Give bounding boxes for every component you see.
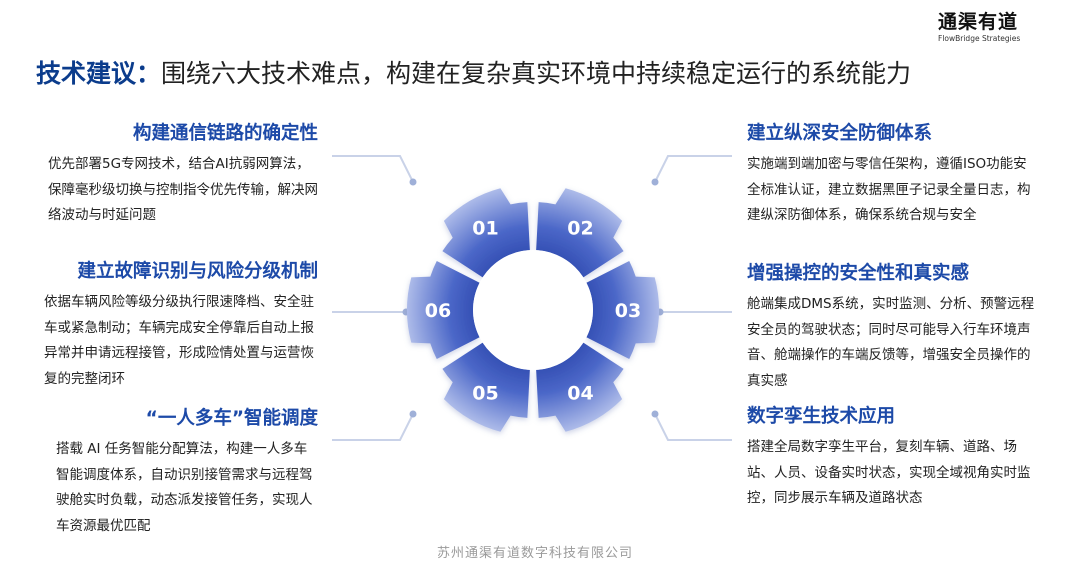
block-heading: 数字孪生技术应用 — [747, 406, 896, 427]
gear-segment-label-03: 03 — [615, 300, 641, 322]
gear-segment-06 — [407, 260, 480, 360]
gear-segment-label-04: 04 — [567, 382, 593, 404]
block-body: 依据车辆风险等级分级执行限速降档、安全驻车或紧急制动；车辆完成安全停靠后自动上报… — [44, 294, 314, 387]
footer-company: 苏州通渠有道数字科技有限公司 — [436, 546, 633, 561]
gear-segment-01 — [442, 188, 530, 278]
gear-segments: 01 02 03 04 05 06 — [407, 188, 659, 432]
block-heading: 构建通信链路的确定性 — [132, 123, 318, 144]
gear-segment-label-02: 02 — [567, 218, 593, 240]
logo-cn: 通渠有道 — [938, 11, 1019, 33]
block-digital-twin: 数字孪生技术应用 搭建全局数字孪生平台，复刻车辆、道路、场站、人员、设备实时状态… — [747, 403, 1037, 512]
block-control-safety: 增强操控的安全性和真实感 舱端集成DMS系统，实时监测、分析、预警远程安全员的驾… — [747, 260, 1037, 394]
connector-line — [332, 155, 414, 183]
company-logo: 通渠有道 FlowBridge Strategies — [938, 10, 1048, 44]
block-body: 实施端到端加密与零信任架构，遵循ISO功能安全标准认证，建立数据黑匣子记录全量日… — [747, 156, 1031, 223]
connector-dot — [409, 178, 417, 186]
gear-segment-05 — [442, 342, 530, 432]
block-heading: 增强操控的安全性和真实感 — [747, 263, 970, 284]
block-security-defense: 建立纵深安全防御体系 实施端到端加密与零信任架构，遵循ISO功能安全标准认证，建… — [747, 120, 1037, 229]
gear-segment-04 — [536, 342, 624, 432]
title-lead: 技术建议： — [36, 59, 162, 88]
connector-dot — [651, 178, 659, 186]
gear-segment-03 — [586, 260, 659, 360]
block-heading: 建立故障识别与风险分级机制 — [77, 261, 318, 282]
block-heading: 建立纵深安全防御体系 — [747, 123, 933, 144]
connector-line — [332, 413, 414, 441]
connector-dot — [409, 410, 417, 418]
connector-line — [654, 155, 732, 183]
logo-en: FlowBridge Strategies — [938, 34, 1021, 43]
gear-segment-label-01: 01 — [472, 218, 498, 240]
block-communication-link: 构建通信链路的确定性 优先部署5G专网技术，结合AI抗弱网算法，保障毫秒级切换与… — [48, 120, 318, 229]
block-body: 搭建全局数字孪生平台，复刻车辆、道路、场站、人员、设备实时状态，实现全域视角实时… — [747, 439, 1031, 506]
block-body: 舱端集成DMS系统，实时监测、分析、预警远程安全员的驾驶状态；同时尽可能导入行车… — [747, 296, 1035, 389]
block-fault-identification: 建立故障识别与风险分级机制 依据车辆风险等级分级执行限速降档、安全驻车或紧急制动… — [44, 258, 318, 392]
gear-center-hole — [473, 250, 593, 370]
connector-dot — [651, 410, 659, 418]
block-body: 搭载 AI 任务智能分配算法，构建一人多车智能调度体系，自动识别接管需求与远程驾… — [56, 441, 313, 534]
block-heading: “一人多车”智能调度 — [145, 408, 318, 429]
connector-line — [654, 413, 732, 441]
page-title: 技术建议：围绕六大技术难点，构建在复杂真实环境中持续稳定运行的系统能力 — [36, 54, 911, 90]
gear-segment-label-05: 05 — [472, 382, 498, 404]
gear-segment-label-06: 06 — [425, 300, 451, 322]
block-multi-vehicle-dispatch: “一人多车”智能调度 搭载 AI 任务智能分配算法，构建一人多车智能调度体系，自… — [56, 405, 318, 539]
block-body: 优先部署5G专网技术，结合AI抗弱网算法，保障毫秒级切换与控制指令优先传输，解决… — [48, 156, 318, 223]
gear-segment-02 — [536, 188, 624, 278]
title-rest: 围绕六大技术难点，构建在复杂真实环境中持续稳定运行的系统能力 — [161, 59, 912, 88]
